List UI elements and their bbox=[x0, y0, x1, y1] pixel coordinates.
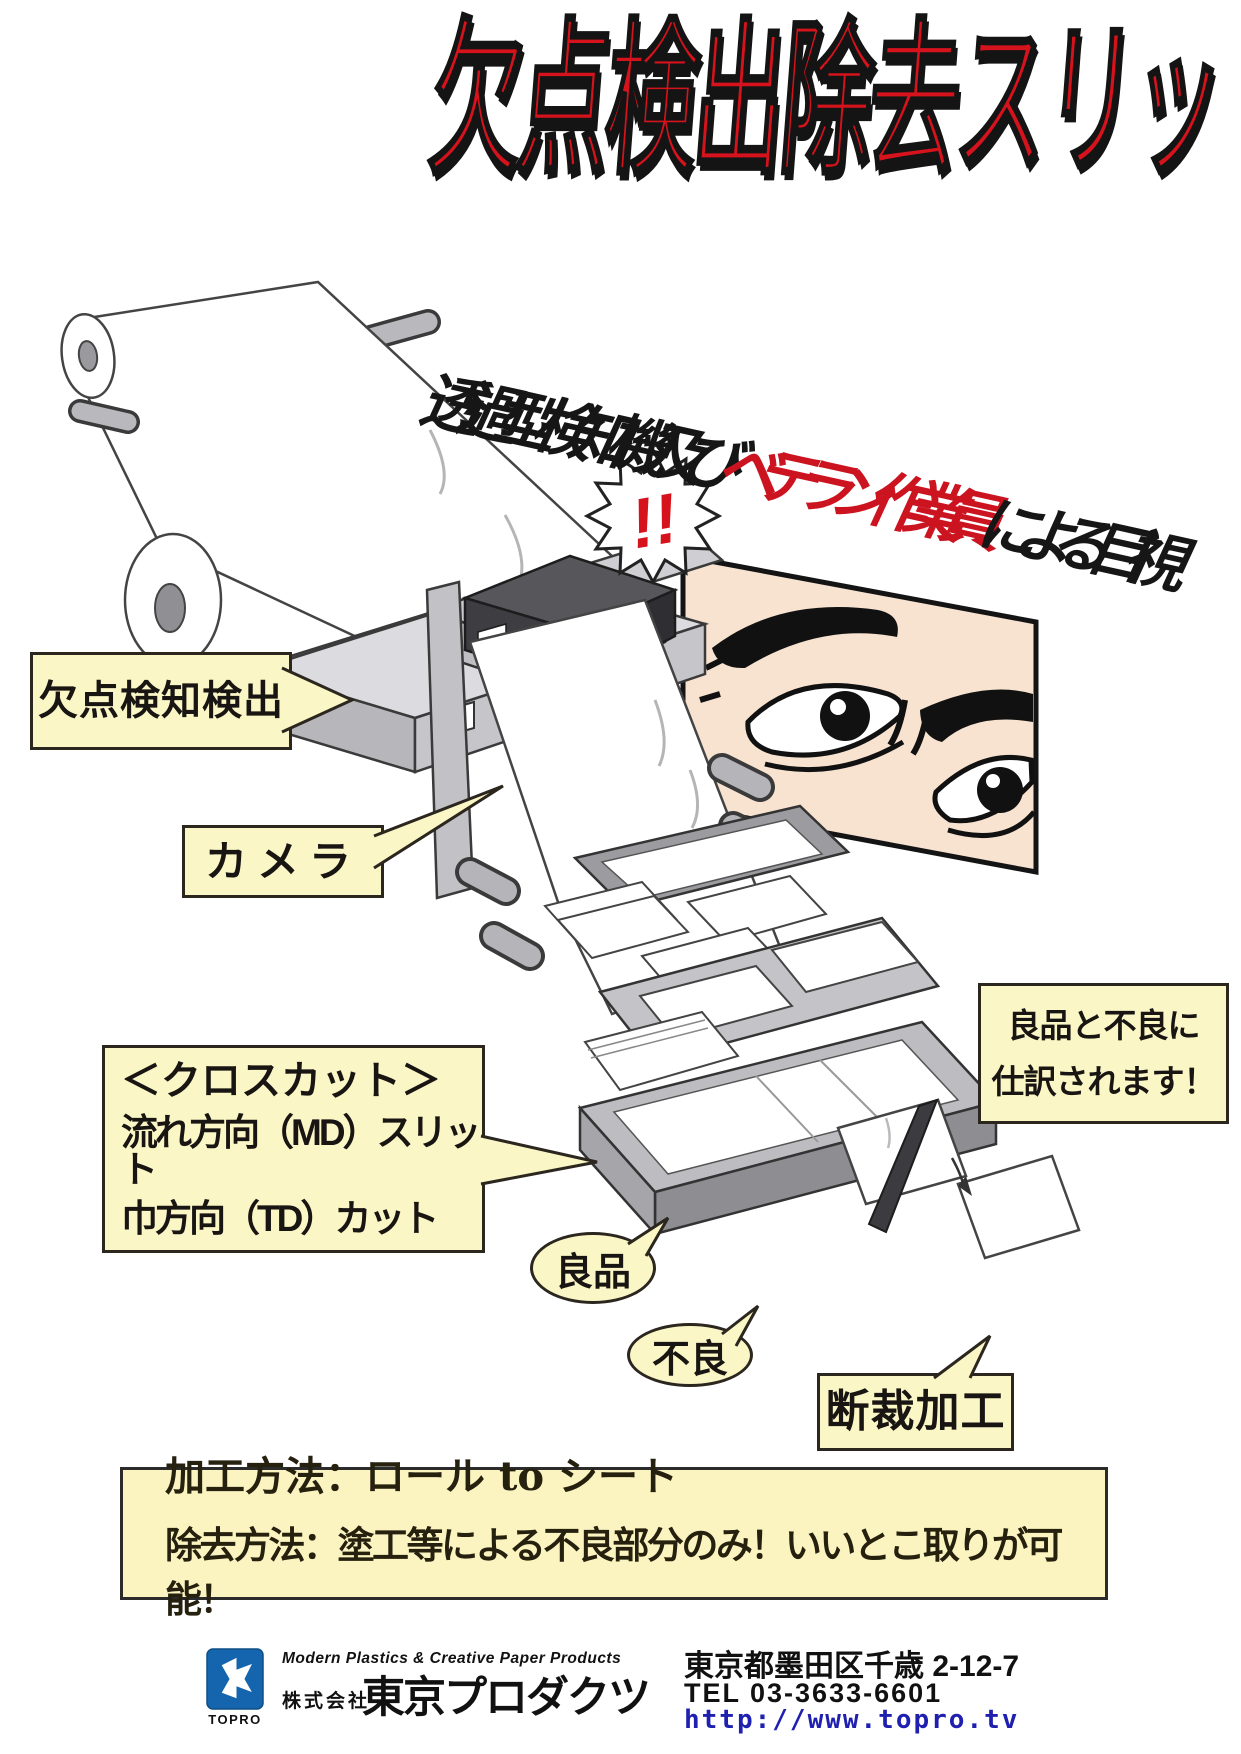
topro-logo-mark bbox=[220, 1656, 255, 1700]
company-url: http://www.topro.tv bbox=[684, 1705, 1020, 1735]
company-name: 東京プロダクツ bbox=[362, 1674, 651, 1722]
process-info-box: 加工方法：ロール to シート 除去方法：塗工等による不良部分のみ！いいとこ取り… bbox=[120, 1453, 1108, 1621]
process-line2: 除去方法：塗工等による不良部分のみ！いいとこ取りが可能！ bbox=[165, 1523, 1063, 1621]
company-prefix: 株式会社 bbox=[282, 1691, 371, 1712]
alert-burst: !! bbox=[583, 446, 723, 586]
sheet-stack bbox=[583, 1010, 740, 1092]
footer-english-tagline: Modern Plastics & Creative Paper Product… bbox=[282, 1650, 622, 1667]
output-sheets bbox=[836, 1098, 1081, 1260]
callout-sorting: 良品と不良に 仕訳されます！ bbox=[978, 983, 1229, 1124]
bubble-defective-product: 不良 bbox=[627, 1323, 753, 1387]
cutter-blade bbox=[867, 1098, 939, 1234]
company-tel: TEL 03-3633-6601 bbox=[684, 1678, 943, 1708]
callout-cutting-process: 断裁加工 bbox=[817, 1373, 1014, 1451]
process-line1: 加工方法：ロール to シート bbox=[165, 1453, 679, 1500]
poster-title: 欠点検出除去スリットカット加工 bbox=[0, 6, 1241, 195]
topro-logo-text: TOPRO bbox=[208, 1712, 262, 1727]
inspector-face bbox=[680, 552, 1039, 876]
burst-star bbox=[583, 446, 723, 586]
crosscut-line2: 流れ方向（MD）スリット bbox=[121, 1111, 482, 1190]
crosscut-line1: ＜クロスカット＞ bbox=[121, 1058, 441, 1103]
poster-title-text: 欠点検出除去スリットカット加工 bbox=[423, 6, 1241, 195]
right-eyebrow bbox=[920, 689, 1033, 742]
topro-logo bbox=[206, 1648, 264, 1710]
bubble-good-product: 良品 bbox=[530, 1232, 656, 1304]
sorting-line2: 仕訳されます！ bbox=[991, 1063, 1217, 1100]
callout-defect-detection: 欠点検知検出 bbox=[30, 652, 292, 750]
left-eyebrow bbox=[712, 607, 898, 669]
sorting-line1: 良品と不良に bbox=[1007, 1007, 1201, 1044]
crosscut-line3: 巾方向（TD）カット bbox=[121, 1198, 439, 1240]
callout-cutting-label: 断裁加工 bbox=[825, 1387, 1006, 1436]
callout-camera: カメラ bbox=[182, 825, 384, 898]
callout-defect-detection-label: 欠点検知検出 bbox=[38, 679, 284, 723]
callout-camera-label: カメラ bbox=[204, 837, 361, 885]
company-address: 東京都墨田区千歳 2-12-7 bbox=[684, 1650, 1020, 1683]
bubble-defective-label: 不良 bbox=[651, 1338, 728, 1381]
bubble-good-label: 良品 bbox=[554, 1251, 631, 1294]
callout-crosscut: ＜クロスカット＞ 流れ方向（MD）スリット 巾方向（TD）カット bbox=[102, 1045, 485, 1253]
